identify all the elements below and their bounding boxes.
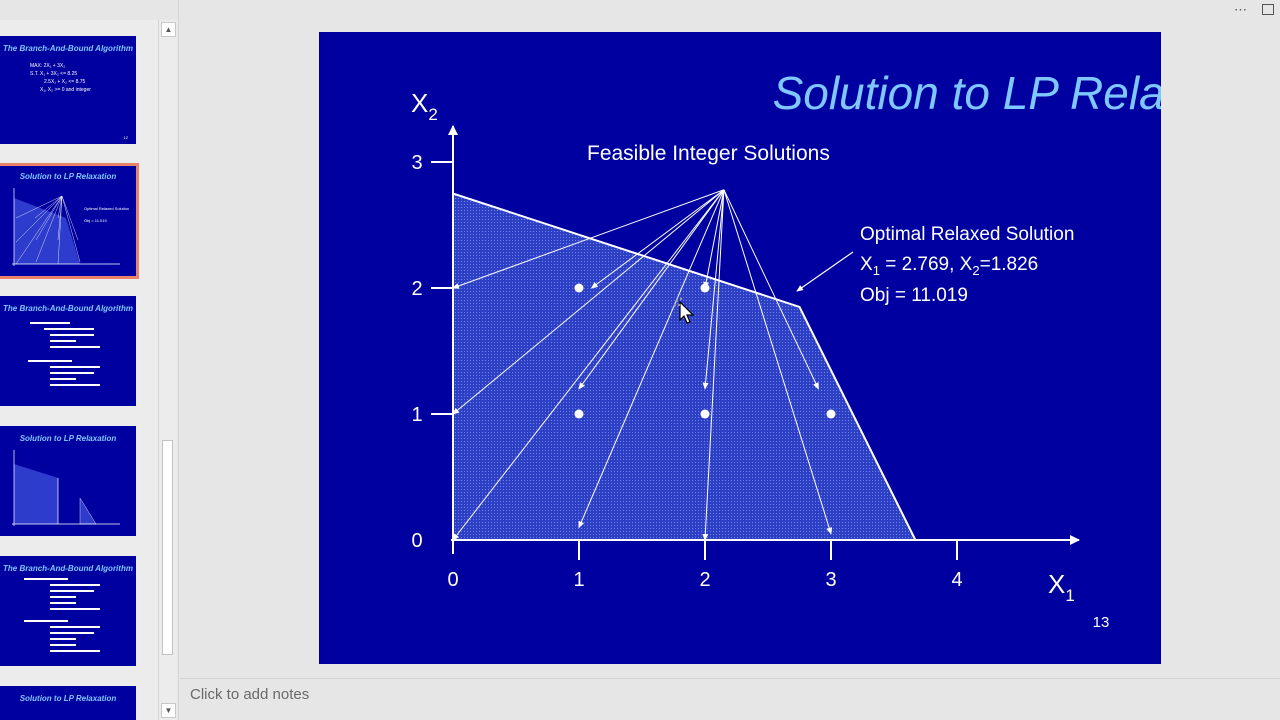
y-tick-label: 0	[411, 530, 422, 552]
thumbnail-line: S.T. X₁ + 3X₂ <= 8.25	[30, 71, 78, 77]
optimal-solution-label: Optimal Relaxed Solution	[860, 224, 1074, 245]
thumbnail-scrollbar[interactable]: ▲ ▼	[158, 20, 177, 720]
objective-value: Obj = 11.019	[860, 285, 968, 306]
integer-point	[826, 409, 836, 419]
pane-divider[interactable]	[178, 0, 179, 720]
thumbnail-line: Obj = 11.019	[84, 218, 107, 223]
integer-solution-arrow	[590, 189, 725, 289]
integer-point	[574, 409, 584, 419]
slide-thumbnail-pane[interactable]: The Branch-And-Bound Algorithm MAX: 2X₁ …	[0, 20, 160, 720]
x-tick-label: 3	[825, 569, 836, 591]
x-tick-label: 4	[951, 569, 962, 591]
slide-thumbnail-15[interactable]: Solution to LP Relaxation	[0, 426, 136, 536]
y-tick-label: 1	[411, 404, 422, 426]
integer-point	[700, 409, 710, 419]
scroll-up-icon[interactable]: ▲	[161, 22, 176, 37]
thumbnail-graph	[12, 188, 120, 266]
thumbnail-title: Solution to LP Relaxation	[19, 172, 117, 181]
thumbnail-line: X₁, X₂ >= 0 and integer	[40, 87, 91, 93]
integer-solution-arrow	[723, 189, 819, 390]
integer-solution-arrow	[702, 189, 725, 390]
slide-thumbnail-12[interactable]: The Branch-And-Bound Algorithm MAX: 2X₁ …	[0, 36, 136, 144]
x-axis-label: X1	[1048, 569, 1075, 605]
slide-title: Solution to LP Relaxation	[773, 67, 1161, 119]
notes-divider[interactable]	[180, 678, 1280, 679]
notes-input[interactable]: Click to add notes	[190, 686, 310, 703]
slide-thumbnail-17[interactable]: Solution to LP Relaxation	[0, 686, 136, 720]
integer-point	[574, 283, 584, 293]
slide-canvas[interactable]: 0 1 2 3 4 0 1 2 3 Solution to LP Relaxation Feas…	[319, 32, 1161, 664]
y-tick-label: 2	[411, 278, 422, 300]
lp-relaxation-chart: 0 1 2 3 4 0 1 2 3 Solution to LP Relaxation Feas…	[411, 67, 1161, 631]
thumbnail-line: Optimal Relaxed Solution	[84, 206, 130, 211]
thumbnail-text-lines	[24, 578, 100, 652]
scrollbar-thumb[interactable]	[162, 440, 173, 655]
slide-thumbnail-16[interactable]: The Branch-And-Bound Algorithm	[0, 556, 136, 666]
thumbnail-title: The Branch-And-Bound Algorithm	[3, 564, 133, 573]
more-options-icon[interactable]: ⋯	[1234, 2, 1248, 17]
slide-page-number: 13	[1093, 614, 1110, 631]
thumbnail-graph	[12, 450, 120, 526]
feasible-integer-label: Feasible Integer Solutions	[587, 142, 830, 165]
slide-thumbnail-14[interactable]: The Branch-And-Bound Algorithm	[0, 296, 136, 406]
y-axis-label: X2	[411, 88, 438, 124]
x-tick-label: 0	[447, 569, 458, 591]
integer-solution-arrow	[452, 189, 725, 289]
thumbnail-title: Solution to LP Relaxation	[19, 434, 117, 443]
slide-thumbnail-13[interactable]: Solution to LP Relaxation Optimal Relaxe…	[0, 163, 139, 279]
integer-point	[700, 283, 710, 293]
x-tick-label: 2	[699, 569, 710, 591]
y-tick-label: 3	[411, 152, 422, 174]
integer-solution-arrow	[703, 189, 725, 289]
thumbnail-text-lines	[28, 322, 100, 386]
optimal-pointer-arrow	[796, 251, 854, 292]
integer-solution-arrow	[702, 189, 725, 541]
thumbnail-line: MAX: 2X₁ + 3X₂	[30, 63, 66, 69]
mouse-cursor-icon	[673, 297, 694, 324]
restore-window-icon[interactable]	[1262, 4, 1274, 15]
thumbnail-title: The Branch-And-Bound Algorithm	[3, 44, 133, 53]
integer-solution-arrow	[452, 189, 725, 541]
thumbnail-title: Solution to LP Relaxation	[19, 694, 117, 703]
integer-solution-arrow	[452, 189, 725, 415]
integer-solution-arrow	[578, 189, 725, 529]
integer-solution-arrow	[723, 189, 833, 535]
thumbnail-title: The Branch-And-Bound Algorithm	[3, 304, 133, 313]
thumbnail-line: 2.5X₁ + X₂ <= 8.75	[44, 79, 86, 85]
feasible-region	[452, 192, 918, 541]
optimal-solution-values: X1 = 2.769, X2=1.826	[860, 254, 1038, 278]
x-tick-label: 1	[573, 569, 584, 591]
integer-solution-arrow	[578, 189, 725, 390]
scroll-down-icon[interactable]: ▼	[161, 703, 176, 718]
